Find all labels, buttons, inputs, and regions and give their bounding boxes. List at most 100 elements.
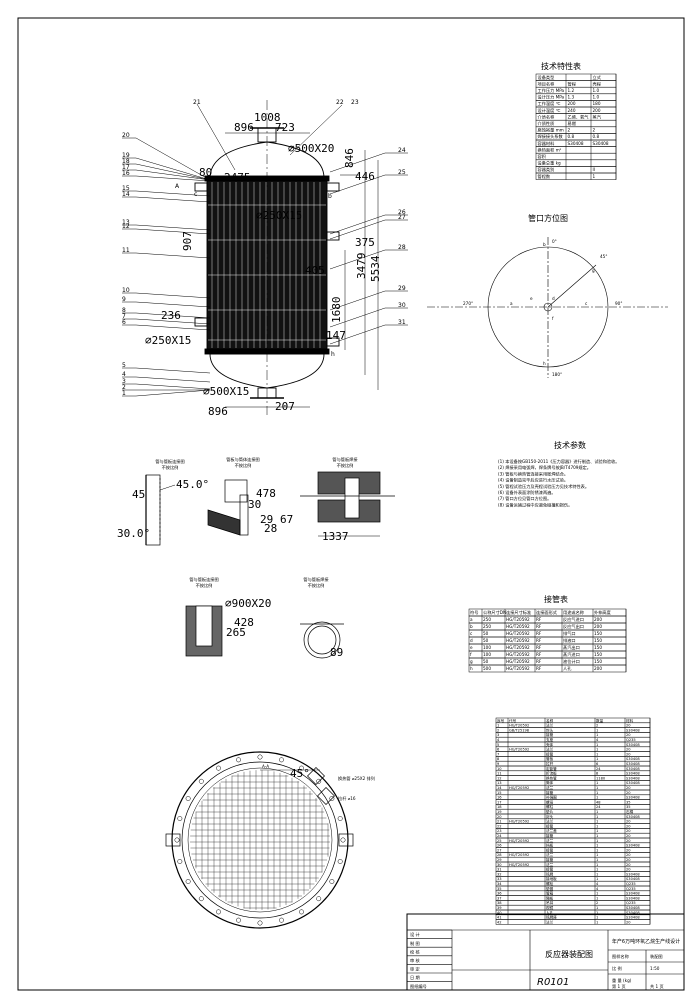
dim-5534: 5534 <box>369 255 382 282</box>
parts-cell: S30408 <box>626 728 640 732</box>
leader-label-top: 23 <box>351 99 359 106</box>
parts-cell: 法兰 <box>546 723 554 728</box>
parts-cell: 20 <box>626 863 631 867</box>
parts-cell: 接管 <box>546 847 554 852</box>
tech-param-line: (1) 本设备按GB150-2011《压力容器》进行制造、试验和验收。 <box>498 458 619 465</box>
leader-line <box>135 324 211 331</box>
orientation-270: 270° <box>463 301 473 306</box>
parts-cell: 1 <box>596 728 598 732</box>
nozzle-cell: 50 <box>483 659 489 664</box>
orientation-label-f: f <box>552 316 554 321</box>
spec-cell: 设计压力 MPa <box>538 94 565 101</box>
title-left-label: 审 核 <box>410 957 421 964</box>
parts-cell: 接管 <box>546 790 554 795</box>
spec-cell: 换热面积 m² <box>538 146 562 153</box>
nozzle-row <box>468 636 627 645</box>
parts-cell: 24 <box>596 767 601 771</box>
parts-cell: 26 <box>497 844 502 848</box>
parts-cell: 接管 <box>546 732 554 737</box>
spec-cell: 2 <box>593 128 596 133</box>
tech-param-line: (8) 设备运输过程中应避免碰撞和损伤。 <box>498 501 572 508</box>
parts-cell: 折流板 <box>546 771 557 776</box>
tb-cell-2: 比 例 <box>612 965 622 972</box>
bolt-hole <box>236 757 241 763</box>
parts-cell: 法兰 <box>546 747 554 752</box>
parts-cell: 补强圈 <box>546 795 557 800</box>
spec-cell: 容器类别 <box>538 166 555 173</box>
parts-cell: S30408 <box>626 872 640 876</box>
bolt-hole <box>216 909 221 915</box>
nozzle-cell: b <box>470 624 473 629</box>
nozzle-cell: 用途或名称 <box>563 609 584 616</box>
leader-label-right: 29 <box>398 285 406 292</box>
parts-cell: 41 <box>497 916 502 920</box>
leader-label-left: 4 <box>122 371 126 378</box>
nozzle-cell: 200 <box>594 624 602 629</box>
leader-label-left: 13 <box>122 219 130 226</box>
parts-cell: 14 <box>497 786 502 790</box>
parts-cell: 6 <box>497 748 500 752</box>
parts-cell: 1 <box>596 868 598 872</box>
parts-cell: 28 <box>497 853 502 857</box>
leader-line <box>135 312 211 319</box>
parts-cell: 8 <box>497 757 500 761</box>
detail-1-len-45: 45 <box>132 488 145 501</box>
nozzle-cell: d <box>470 638 473 643</box>
parts-cell: 1 <box>596 786 598 790</box>
title-left-label: 图纸编号 <box>410 983 427 990</box>
leader-label-left: 17 <box>122 164 130 171</box>
tubes <box>211 182 321 348</box>
parts-cell: 20 <box>497 815 502 819</box>
leader-line <box>329 290 386 311</box>
parts-cell: 20 <box>626 786 631 790</box>
detail-5 <box>300 621 344 659</box>
leader-label-right: 26 <box>398 209 406 216</box>
leader-line <box>329 324 386 345</box>
tech-spec-title: 技术特性表 <box>541 61 581 71</box>
nozzle-cell: 150 <box>594 645 602 650</box>
detail-4-265: 265 <box>226 626 246 639</box>
parts-cell: 1 <box>596 848 598 852</box>
nozzle-orientation-labels: b a h c g e d f 270° 90° 0° 180° 45° <box>463 239 622 377</box>
parts-cell: 1 <box>596 863 598 867</box>
spec-cell: 易燃 <box>568 120 577 127</box>
parts-cell: 20 <box>626 853 631 857</box>
tb-cell-1: 装配图 <box>650 953 663 960</box>
parts-cell: 37 <box>497 896 502 900</box>
parts-cell: S30408 <box>626 743 640 747</box>
section-note-tubes: 换热管 ⌀25X2 排列 <box>338 775 375 782</box>
leader-label-left: 16 <box>122 170 130 177</box>
section-aa-view <box>165 751 354 929</box>
parts-cell: HG/T20592 <box>509 724 529 728</box>
parts-cell: 名称 <box>546 718 554 723</box>
spec-cell: S30408 <box>568 141 584 146</box>
tech-param-line: (4) 设备制造完毕后应进行水压试验。 <box>498 477 568 484</box>
nozzle-cell: 蒸汽出口 <box>563 644 580 651</box>
nozzle-cell: RF <box>536 666 542 671</box>
parts-cell: HG/T20592 <box>509 853 529 857</box>
nozzle-label-c: c <box>194 191 197 198</box>
bolt-hole <box>174 837 180 843</box>
parts-cell: 1 <box>596 906 598 910</box>
orientation-label-h: h <box>543 361 546 366</box>
parts-cell: 筒体 <box>546 780 554 785</box>
nozzle-cell: 公称尺寸DN <box>483 609 506 616</box>
parts-cell: 法兰 <box>546 862 554 867</box>
nozzle-cell: c <box>470 631 473 636</box>
spec-cell: 立式 <box>593 74 602 80</box>
parts-cell: Q235 <box>626 738 636 742</box>
nozzle-cell: RF <box>536 631 542 636</box>
parts-cell: 支座 <box>546 737 554 742</box>
detail-3-labels: 管与管板焊接 不按比例 67 1337 <box>280 456 358 543</box>
section-outer-ring <box>171 751 349 929</box>
spec-cell: 管程 <box>568 80 577 87</box>
nozzle-cell: h <box>470 666 473 671</box>
spec-row <box>535 152 617 161</box>
parts-cell: 人孔 <box>546 910 554 915</box>
nozzle-cell: HG/T20592 <box>506 645 530 650</box>
detail-5-scale: 不按比例 <box>308 582 325 589</box>
parts-cell: 3 <box>497 733 499 737</box>
leader-label-left: 19 <box>122 152 130 159</box>
